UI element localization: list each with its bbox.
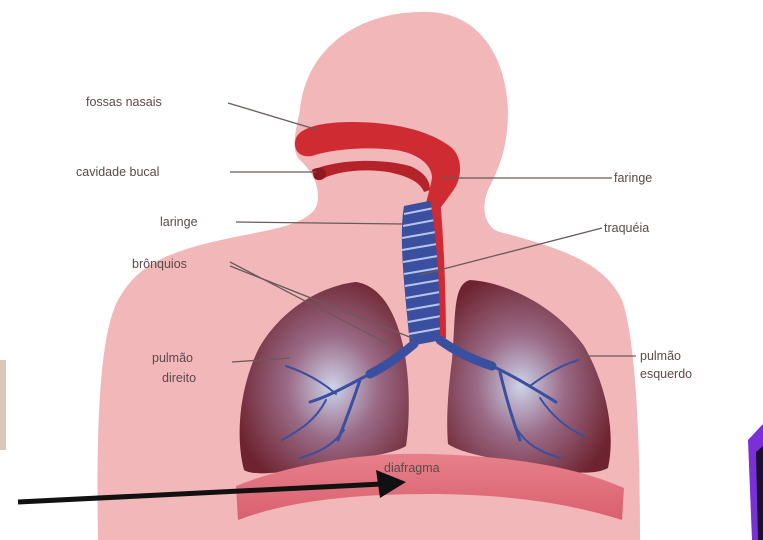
- label-cavidade-bucal: cavidade bucal: [76, 165, 159, 179]
- label-traqueia: traquéia: [604, 221, 649, 235]
- label-pulmao-direito-1: pulmão: [152, 351, 193, 365]
- label-pulmao-direito-2: direito: [162, 371, 196, 385]
- label-bronquios: brônquios: [132, 257, 187, 271]
- corner-accent: [748, 424, 763, 540]
- label-faringe: faringe: [614, 171, 652, 185]
- left-edge-strip: [0, 360, 6, 450]
- label-pulmao-esquerdo-2: esquerdo: [640, 367, 692, 381]
- label-fossas-nasais: fossas nasais: [86, 95, 162, 109]
- label-pulmao-esquerdo-1: pulmão: [640, 349, 681, 363]
- label-laringe: laringe: [160, 215, 198, 229]
- label-diafragma: diafragma: [384, 461, 440, 475]
